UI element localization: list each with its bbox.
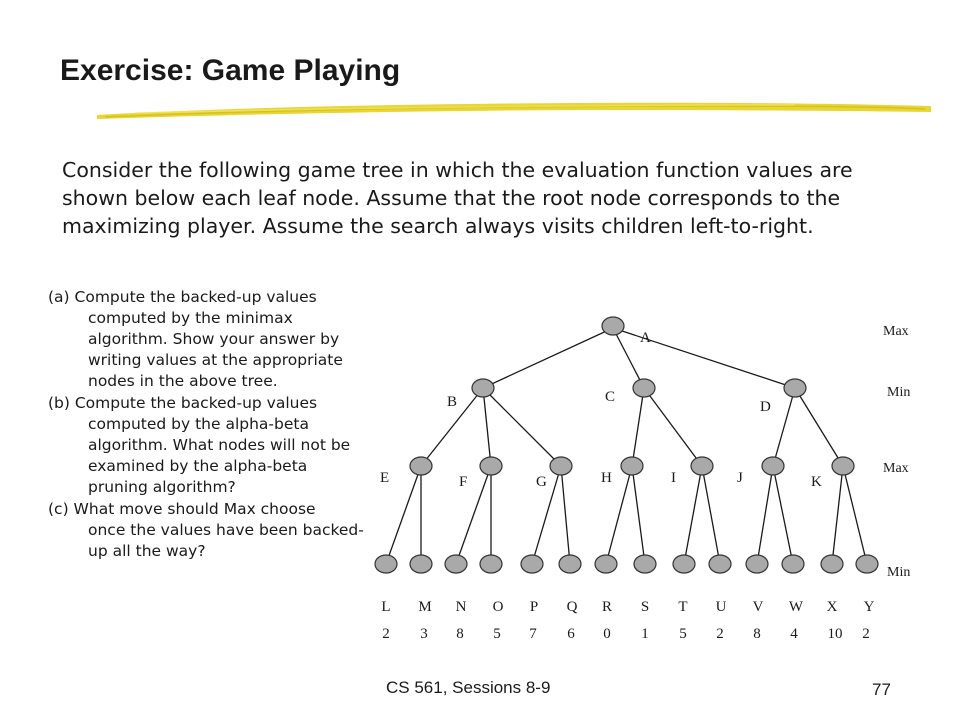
- leaf-label-u: U: [716, 599, 727, 615]
- leaf-value-u: 2: [716, 626, 724, 642]
- node-k: [831, 456, 855, 476]
- leaf-value-q: 6: [567, 626, 575, 642]
- leaf-node-p: [520, 554, 544, 574]
- leaf-label-s: S: [641, 599, 649, 615]
- leaf-value-t: 5: [679, 626, 687, 642]
- leaf-value-m: 3: [420, 626, 428, 642]
- node-d: [783, 378, 807, 398]
- footer-course: CS 561, Sessions 8-9: [386, 678, 551, 697]
- page-number: 77: [872, 680, 891, 699]
- node-label-e: E: [380, 470, 389, 486]
- level-label-min-2: Min: [887, 565, 910, 580]
- leaf-value-p: 7: [529, 626, 537, 642]
- leaf-label-x: X: [827, 599, 838, 615]
- question-b: (b) Compute the backed-up values compute…: [48, 393, 368, 498]
- tree-edges: [385, 327, 868, 565]
- leaf-value-y: 2: [862, 626, 870, 642]
- question-a: (a) Compute the backed-up values compute…: [48, 287, 368, 392]
- tree-nodes: [374, 316, 879, 574]
- question-b-continuation: computed by the alpha-beta algorithm. Wh…: [88, 415, 351, 496]
- leaf-node-t: [672, 554, 696, 574]
- leaf-value-x: 10: [828, 626, 843, 642]
- level-label-max-2: Max: [883, 461, 909, 476]
- leaf-node-q: [558, 554, 582, 574]
- leaf-label-l: L: [381, 599, 390, 615]
- leaf-value-v: 8: [753, 626, 761, 642]
- question-c: (c) What move should Max choose once the…: [48, 499, 368, 562]
- leaf-value-r: 0: [603, 626, 611, 642]
- question-b-first-line: (b) Compute the backed-up values: [48, 394, 318, 412]
- leaf-value-l: 2: [382, 626, 390, 642]
- leaf-label-m: M: [418, 599, 431, 615]
- node-i: [690, 456, 714, 476]
- leaf-node-v: [745, 554, 769, 574]
- leaf-node-y: [855, 554, 879, 574]
- leaf-label-o: O: [493, 599, 504, 615]
- leaf-label-r: R: [602, 599, 612, 615]
- node-f: [479, 456, 503, 476]
- level-label-min-1: Min: [887, 385, 910, 400]
- node-label-k: K: [811, 474, 822, 490]
- leaf-node-n: [444, 554, 468, 574]
- question-c-continuation: once the values have been backed-up all …: [88, 521, 364, 560]
- node-label-b: B: [447, 394, 457, 410]
- leaf-value-n: 8: [456, 626, 464, 642]
- leaf-node-w: [781, 554, 805, 574]
- leaf-value-s: 1: [641, 626, 649, 642]
- node-label-i: I: [671, 470, 676, 486]
- leaf-value-w: 4: [790, 626, 798, 642]
- leaf-label-p: P: [530, 599, 538, 615]
- leaf-label-w: W: [789, 599, 804, 615]
- internal-node-labels: A B C D E F G H I J K: [380, 330, 822, 490]
- intro-paragraph: Consider the following game tree in whic…: [62, 158, 853, 238]
- question-c-first-line: (c) What move should Max choose: [48, 500, 316, 518]
- node-j: [761, 456, 785, 476]
- leaf-values: 2 3 8 5 7 6 0 1 5 2 8 4 10 2: [382, 626, 870, 642]
- node-label-h: H: [601, 470, 612, 486]
- leaf-label-n: N: [456, 599, 467, 615]
- node-label-c: C: [605, 389, 615, 405]
- level-labels: Max Min Max Min: [883, 324, 910, 580]
- node-label-a: A: [640, 330, 651, 346]
- question-a-first-line: (a) Compute the backed-up values: [48, 288, 317, 306]
- leaf-node-r: [594, 554, 618, 574]
- node-label-j: J: [737, 470, 743, 486]
- leaf-labels: L M N O P Q R S T U V W X Y: [381, 599, 874, 615]
- leaf-node-l: [374, 554, 398, 574]
- leaf-value-o: 5: [493, 626, 501, 642]
- title-highlighter-stroke: [97, 102, 931, 119]
- leaf-node-x: [820, 554, 844, 574]
- node-g: [549, 456, 573, 476]
- leaf-label-t: T: [678, 599, 687, 615]
- slide-title: Exercise: Game Playing: [60, 54, 401, 87]
- leaf-node-u: [708, 554, 732, 574]
- leaf-node-o: [479, 554, 503, 574]
- node-a: [601, 316, 625, 336]
- node-h: [620, 456, 644, 476]
- node-label-f: F: [459, 474, 467, 490]
- node-label-d: D: [760, 399, 771, 415]
- leaf-node-m: [409, 554, 433, 574]
- leaf-label-y: Y: [864, 599, 875, 615]
- node-b: [471, 378, 495, 398]
- question-a-continuation: computed by the minimax algorithm. Show …: [88, 309, 343, 390]
- questions-list: (a) Compute the backed-up values compute…: [48, 287, 368, 563]
- leaf-label-v: V: [753, 599, 764, 615]
- leaf-node-s: [633, 554, 657, 574]
- node-c: [632, 378, 656, 398]
- level-label-max-1: Max: [883, 324, 909, 339]
- node-e: [409, 456, 433, 476]
- leaf-label-q: Q: [567, 599, 578, 615]
- node-label-g: G: [536, 474, 547, 490]
